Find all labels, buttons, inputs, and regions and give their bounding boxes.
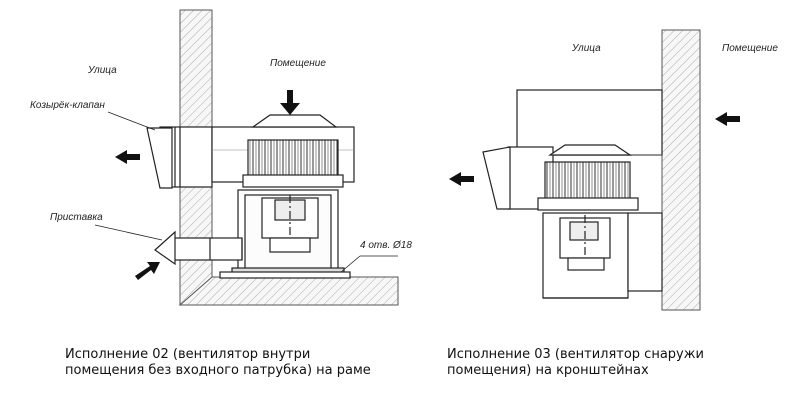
right-arrow-in: [715, 112, 740, 126]
left-arrow-down: [280, 90, 300, 115]
left-label-hood-valve: Козырёк-клапан: [30, 100, 105, 111]
right-motor-frame: [542, 212, 663, 299]
right-impeller: [537, 144, 639, 211]
hood-valve: [146, 127, 173, 189]
left-caption: Исполнение 02 (вентилятор внутри помещен…: [65, 347, 371, 378]
left-label-adapter: Приставка: [50, 212, 103, 223]
right-label-room: Помещение: [722, 43, 778, 54]
left-label-room: Помещение: [270, 58, 326, 69]
right-fan-box: [516, 89, 663, 156]
left-drawing: Улица Помещение Козырёк-клапан Приставка…: [30, 9, 412, 306]
right-label-street: Улица: [571, 43, 601, 54]
right-drawing: Улица Помещение: [449, 29, 778, 311]
adapter-leader: [94, 224, 163, 241]
right-arrow-out: [449, 172, 474, 186]
holes-leader: [340, 255, 361, 273]
left-label-street: Улица: [87, 65, 117, 76]
hood-valve-leader: [107, 111, 156, 131]
left-impeller: [242, 114, 344, 188]
left-inlet-pipe: [154, 230, 243, 266]
right-caption: Исполнение 03 (вентилятор снаружи помеще…: [447, 347, 704, 378]
left-arrow-in: [135, 262, 160, 280]
left-arrow-out: [115, 150, 140, 164]
left-label-holes: 4 отв. Ø18: [360, 240, 412, 251]
left-motor-frame: [219, 189, 351, 279]
right-wall: [661, 29, 701, 311]
